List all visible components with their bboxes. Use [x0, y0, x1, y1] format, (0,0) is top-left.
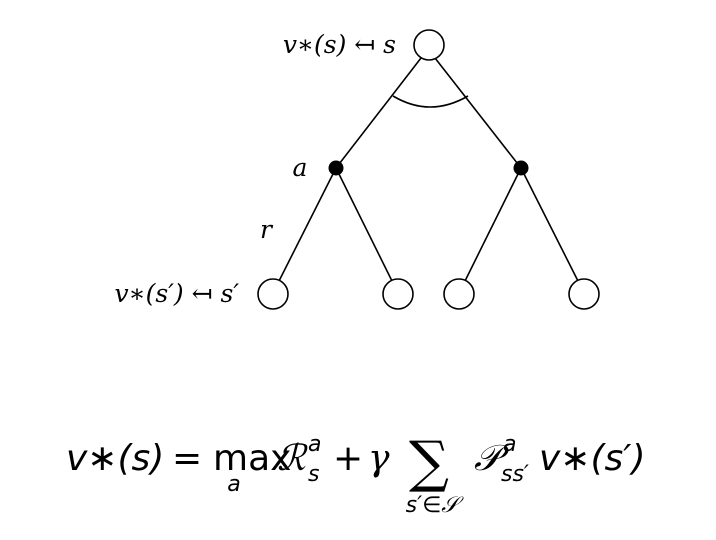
- eq-max-sub: a: [227, 472, 240, 497]
- eq-reward-sup: a: [308, 432, 321, 457]
- eq-sum-sub: s′∈𝒮: [406, 493, 465, 518]
- eq-sum: ∑: [409, 430, 449, 495]
- edge-a1-leaf2: [335, 167, 393, 282]
- eq-plus: +: [333, 438, 363, 479]
- eq-rhs-value: v∗(s′): [539, 438, 646, 479]
- edge-a2-leaf3: [464, 167, 522, 282]
- edge-a2-leaf4: [520, 167, 579, 282]
- leaf-label: v∗(s′) ↤ s′: [115, 279, 240, 308]
- leaf-state-node-1: [257, 278, 289, 310]
- leaf-state-node-4: [568, 278, 600, 310]
- action-label: a: [293, 153, 308, 182]
- eq-gamma: γ: [368, 438, 390, 479]
- reward-label: r: [260, 215, 274, 244]
- edge-root-left: [335, 57, 422, 169]
- eq-prob-sup: a: [503, 432, 516, 457]
- action-node-2: [513, 160, 529, 176]
- eq-max: max: [213, 438, 291, 479]
- max-arc: [392, 95, 469, 108]
- eq-lhs: v∗(s): [66, 438, 164, 479]
- bellman-equation: v∗(s) = max a ℛ a s + γ ∑ s′∈𝒮 𝒫 a ss′ v…: [66, 430, 646, 518]
- leaf-state-node-2: [382, 278, 414, 310]
- eq-reward-sub: s: [308, 462, 319, 487]
- root-label: v∗(s) ↤ s: [283, 30, 396, 59]
- root-state-node: [413, 29, 445, 61]
- eq-reward: ℛ: [277, 438, 308, 479]
- eq-equals: =: [172, 438, 202, 479]
- action-node-1: [328, 160, 344, 176]
- edge-root-right: [434, 57, 522, 169]
- edge-a1-leaf1: [278, 167, 337, 282]
- eq-prob-sub: ss′: [501, 462, 529, 487]
- leaf-state-node-3: [443, 278, 475, 310]
